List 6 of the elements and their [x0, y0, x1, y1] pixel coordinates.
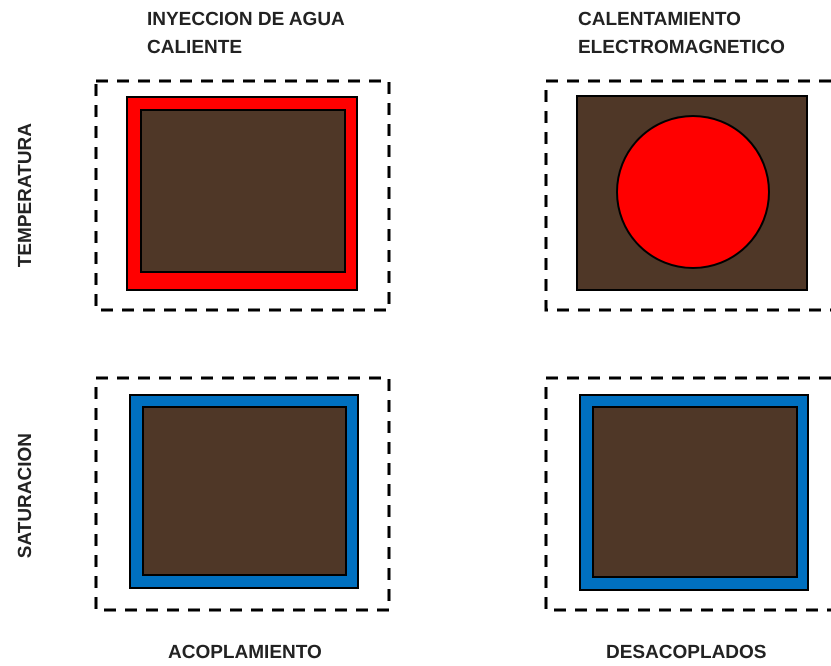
- column-label: DESACOPLADOS: [606, 641, 766, 665]
- column-label: ACOPLAMIENTO: [168, 641, 322, 665]
- column-heading: INYECCION DE AGUA CALIENTE: [147, 8, 346, 60]
- row-label: TEMPERATURA: [14, 123, 37, 268]
- row-label: SATURACION: [14, 432, 37, 558]
- column-heading: CALENTAMIENTO ELECTROMAGNETICO: [578, 8, 786, 60]
